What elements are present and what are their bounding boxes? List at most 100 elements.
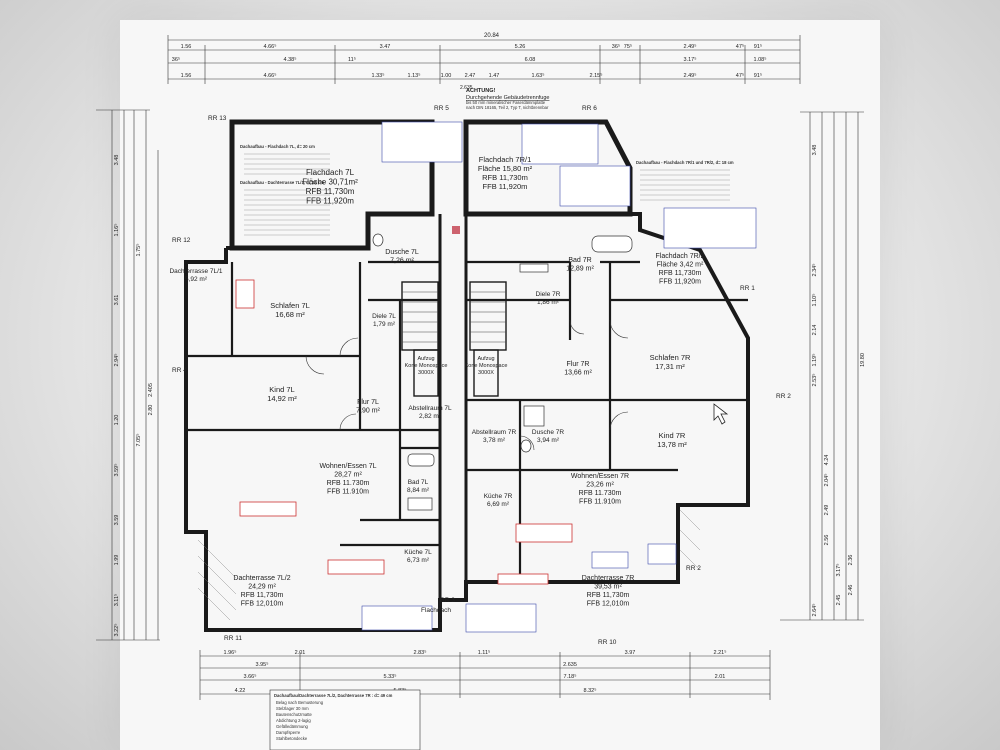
top-row3-value: 2.47 [465,73,476,79]
room-diele-7r-area: 1,86 m² [537,299,560,306]
room-flur-7r-name: Flur 7R [567,361,590,368]
bottom-row2-value: 7.18⁵ [564,673,577,680]
top-row3-value: 1.56 [181,73,192,79]
flachdach-7r-note-title: Dachaufbau - Flachdach 7R/1 und 7R/2, d=… [636,160,734,165]
room-bad-7l-name: Bad 7L [408,479,429,486]
right-dim-value: 2.56 [824,535,830,546]
rr-marker-label: RR 2 [776,393,791,400]
legend-line: Stahlbetondecke [276,736,308,741]
top-row2-value: 4.38⁵ [284,56,297,63]
room-diele-7r-name: Diele 7R [536,291,561,298]
notice-box: ACHTUNG! Durchgehende Gebäudetrennfuge b… [466,88,549,110]
room-diele-7l-area: 1,79 m² [373,321,396,328]
room-dusche-7r-area: 3,94 m² [537,437,560,444]
right-dim-value: 1.19⁵ [811,354,818,367]
room-dachterrasse-7l2-ffb: FFB 12,010m [241,601,284,608]
right-dim-value: 2.64⁵ [811,604,818,617]
room-flachdach-7r2-ffb: FFB 11,920m [659,279,701,286]
bottom-row1-sub: 2.635 [563,662,577,668]
room-wohnen-7l-rfb: RFB 11.730m [327,480,370,487]
room-abstellraum-7l-name: Abstellraum 7L [408,405,452,412]
room-flachdach-7r-ffb: FFB 11,920m [483,182,528,191]
room-abstellraum-7r-area: 3,78 m² [483,437,506,444]
room-flachdach-7l-area: Fläche 30,71m² [302,178,358,187]
room-dusche-7r-name: Dusche 7R [532,429,564,436]
room-dachterrasse-7l1-name: Dachterrasse 7L/1 [169,268,222,275]
room-flachdach-7r-name: Flachdach 7R/1 [479,155,532,164]
bottom-row1-value: 2.21⁵ [714,649,727,656]
top-row3-value: 1.00 [441,73,452,79]
left-dim-value: 3.59⁵ [113,464,120,477]
notice-line3: nach DIN 18165, Teil 2, Typ T, nichtbren… [466,105,549,110]
right-dim-value: 2.36 [848,555,854,566]
room-dachterrasse-7r-rfb: RFB 11,730m [587,592,630,599]
left-dim-value: 2.94⁵ [113,354,120,367]
top-row1-value: 5.26 [515,44,526,50]
room-bad-7r-name: Bad 7R [568,257,591,264]
right-dim-value: 2.46 [848,585,854,596]
room-wohnen-7l-ffb: FFB 11.910m [327,489,369,496]
left-dim-value: 2.80 [148,405,154,416]
room-flur-7l-name: Flur 7L [357,399,379,406]
bottom-row1-sub: 3.95⁵ [256,661,269,668]
legend-line: Abdichtung 2-lagig [276,718,311,723]
legend-line: Dampfsperre [276,730,301,735]
rr-marker-label: RR 13 [208,115,227,122]
top-row1-value: 4.66⁵ [264,43,277,50]
left-dim-value: 3.59 [114,515,120,526]
bottom-row1-value: 1.96⁵ [224,649,237,656]
room-kind-7r-area: 13,78 m² [657,440,687,449]
top-row3-value: 1.47 [489,73,500,79]
bottom-row3-value: 4.22 [235,688,246,694]
room-schlafen-7r-area: 17,31 m² [655,362,685,371]
room-wohnen-7l-area: 28,27 m² [334,472,362,479]
room-flachdach-7l-rfb: RFB 11,730m [306,187,355,196]
room-kind-7r-name: Kind 7R [659,431,686,440]
top-row2-value: 11⁵ [348,56,356,63]
rr-marker-label: RR 1 [740,285,755,292]
room-flachdach-7r2-area: Fläche 3,42 m² [657,262,704,269]
room-dachterrasse-7r-ffb: FFB 12,010m [587,601,630,608]
legend-line: Belag nach Bemusterung [276,700,324,705]
room-kueche-7l-name: Küche 7L [404,549,432,556]
right-dim-value: 19.80 [860,353,866,367]
room-flur-7r-area: 13,66 m² [564,370,592,377]
bottom-row3-value: 8.32⁵ [584,687,597,694]
bottom-row1-value: 2.01 [295,650,306,656]
right-dim-value: 1.10⁵ [811,294,818,307]
room-dachterrasse-7l2-rfb: RFB 11,730m [241,592,284,599]
bottom-row2-value: 3.66⁵ [244,673,257,680]
room-abstellraum-7r-name: Abstellraum 7R [472,429,517,436]
top-row2-value: 3.17⁵ [684,56,697,63]
left-dimension-chain: 3.481.16⁵3.612.94⁵1.203.59⁵3.591.993.11⁵… [113,155,154,637]
top-row2-value: 6.08 [525,57,536,63]
top-row1-value: 3.47 [380,44,391,50]
top-row2-value: 1.08⁵ [754,56,767,63]
room-schlafen-7l-area: 16,68 m² [275,310,305,319]
right-dim-value: 2.34⁵ [811,264,818,277]
room-wohnen-7r-rfb: RFB 11.730m [579,490,622,497]
left-dim-value: 1.99 [114,555,120,566]
rr-marker-label: RR 2 [686,565,701,572]
room-aufzug-r-cap: 3000X [478,370,494,376]
room-flachdach-7r2-name: Flachdach 7R/2 [655,253,704,260]
top-row1-value: 75⁵ [624,43,632,50]
top-row3-value: 2.15⁵ [590,72,603,79]
room-aufzug-r-sub: Kone Monospace [465,363,508,369]
bottom-row2-value: 5.33⁵ [384,673,397,680]
rr-marker-label: RR 12 [172,237,191,244]
top-row3-value: 4.66⁵ [264,72,277,79]
room-aufzug-l-cap: 3000X [418,370,434,376]
room-aufzug-l-name: Aufzug [417,356,434,362]
top-row1-value: 47⁵ [736,43,744,50]
top-row3-value: 91⁵ [754,72,762,79]
rr-marker-label: RR 3 [440,597,455,604]
room-flachdach-7r-rfb: RFB 11,730m [482,173,528,182]
top-row1-value: 36⁵ [612,43,620,50]
top-row1-value: 2.49⁵ [684,43,697,50]
rr-marker-label: RR 10 [598,639,617,646]
